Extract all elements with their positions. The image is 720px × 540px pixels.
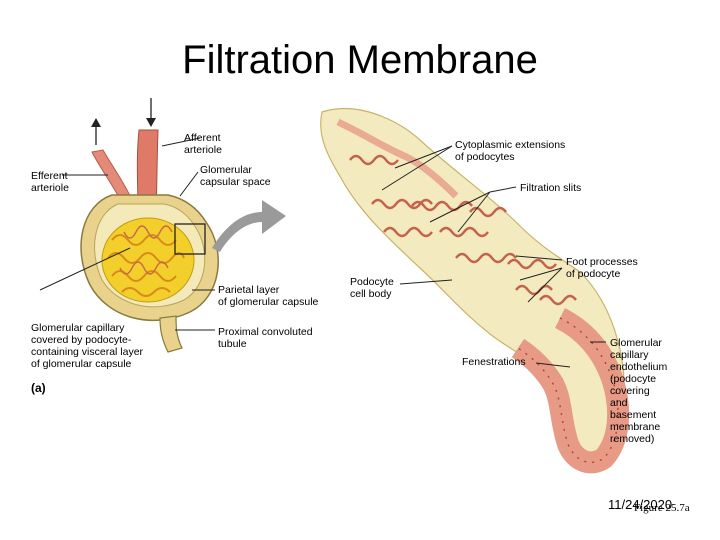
magnify-box [174,223,206,255]
podocyte-enlargement [39,107,630,474]
zoom-arrow [212,200,286,252]
slide-title: Filtration Membrane [182,38,538,82]
proximal-tubule [159,315,183,353]
label-podocyte-cell-body: Podocyte cell body [350,276,394,300]
slide-date: 11/24/2020 [608,497,673,512]
label-efferent-arteriole: Efferent arteriole [31,170,69,194]
panel-label: (a) [31,381,46,395]
label-proximal-tubule: Proximal convoluted tubule [218,326,313,350]
figure-reference: Figure 25.7a [634,502,690,514]
leader-lines [39,137,606,368]
label-cytoplasmic-extensions: Cytoplasmic extensions of podocytes [455,139,566,163]
label-foot-processes: Foot processes of podocyte [566,256,638,280]
foot-processes [349,154,577,306]
label-parietal-layer: Parietal layer of glomerular capsule [218,284,319,308]
label-afferent-arteriole: Afferent arteriole [184,132,222,156]
label-filtration-slits: Filtration slits [520,182,582,194]
renal-corpuscle [80,98,286,353]
label-fenestrations: Fenestrations [462,356,526,368]
label-glomerular-capillary: Glomerular capillary covered by podocyte… [31,322,144,370]
label-capillary-endothelium: Glomerular capillary endothelium (podocy… [610,337,668,445]
label-capsular-space: Glomerular capsular space [200,164,271,188]
